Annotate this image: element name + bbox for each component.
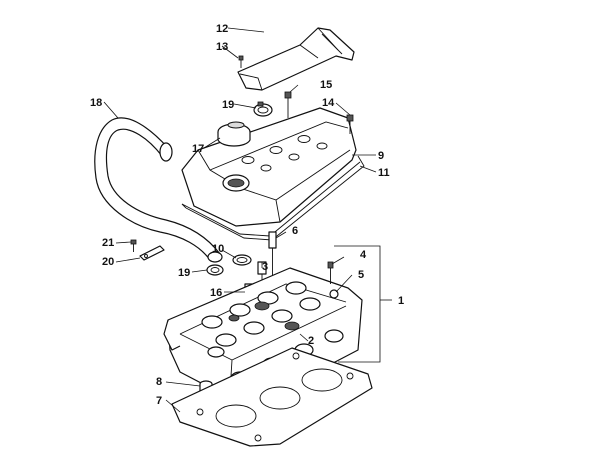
callout-3: 3 — [262, 261, 268, 273]
bracket-screw — [130, 239, 137, 252]
oil-filler-cap — [217, 121, 251, 147]
hose-bracket — [139, 245, 165, 261]
callout-17: 17 — [192, 143, 204, 155]
cam-caps — [201, 281, 321, 347]
valve-cover — [181, 107, 357, 227]
callout-19-upper: 19 — [222, 99, 234, 111]
callout-20: 20 — [102, 256, 114, 268]
callout-10: 10 — [212, 243, 224, 255]
callout-21: 21 — [102, 237, 114, 249]
callout-9: 9 — [378, 150, 384, 162]
callout-18: 18 — [90, 97, 102, 109]
callout-16: 16 — [210, 287, 222, 299]
leader-lines — [103, 27, 392, 413]
callout-6: 6 — [292, 225, 298, 237]
callout-13: 13 — [216, 41, 228, 53]
head-gasket — [171, 347, 373, 447]
hose-clamp-ring — [232, 254, 252, 266]
callout-8: 8 — [156, 376, 162, 388]
cover-bolt-15 — [284, 91, 292, 118]
callout-11: 11 — [378, 167, 390, 179]
cover-screw — [238, 55, 244, 68]
callout-12: 12 — [216, 23, 228, 35]
callout-4: 4 — [360, 249, 367, 261]
callout-7: 7 — [156, 395, 162, 407]
callout-14: 14 — [322, 97, 335, 109]
callout-19-lower: 19 — [178, 267, 190, 279]
callout-5: 5 — [358, 269, 364, 281]
callout-1: 1 — [398, 295, 404, 307]
breather-hose — [94, 117, 223, 263]
callout-2: 2 — [308, 335, 314, 347]
callout-15: 15 — [320, 79, 332, 91]
callout-labels: 12 13 15 14 18 19 17 9 11 6 10 21 20 19 … — [90, 23, 404, 407]
hose-clamp-upper — [253, 101, 273, 117]
spark-plug-cover — [237, 27, 355, 91]
hose-clamp-lower — [206, 264, 224, 276]
